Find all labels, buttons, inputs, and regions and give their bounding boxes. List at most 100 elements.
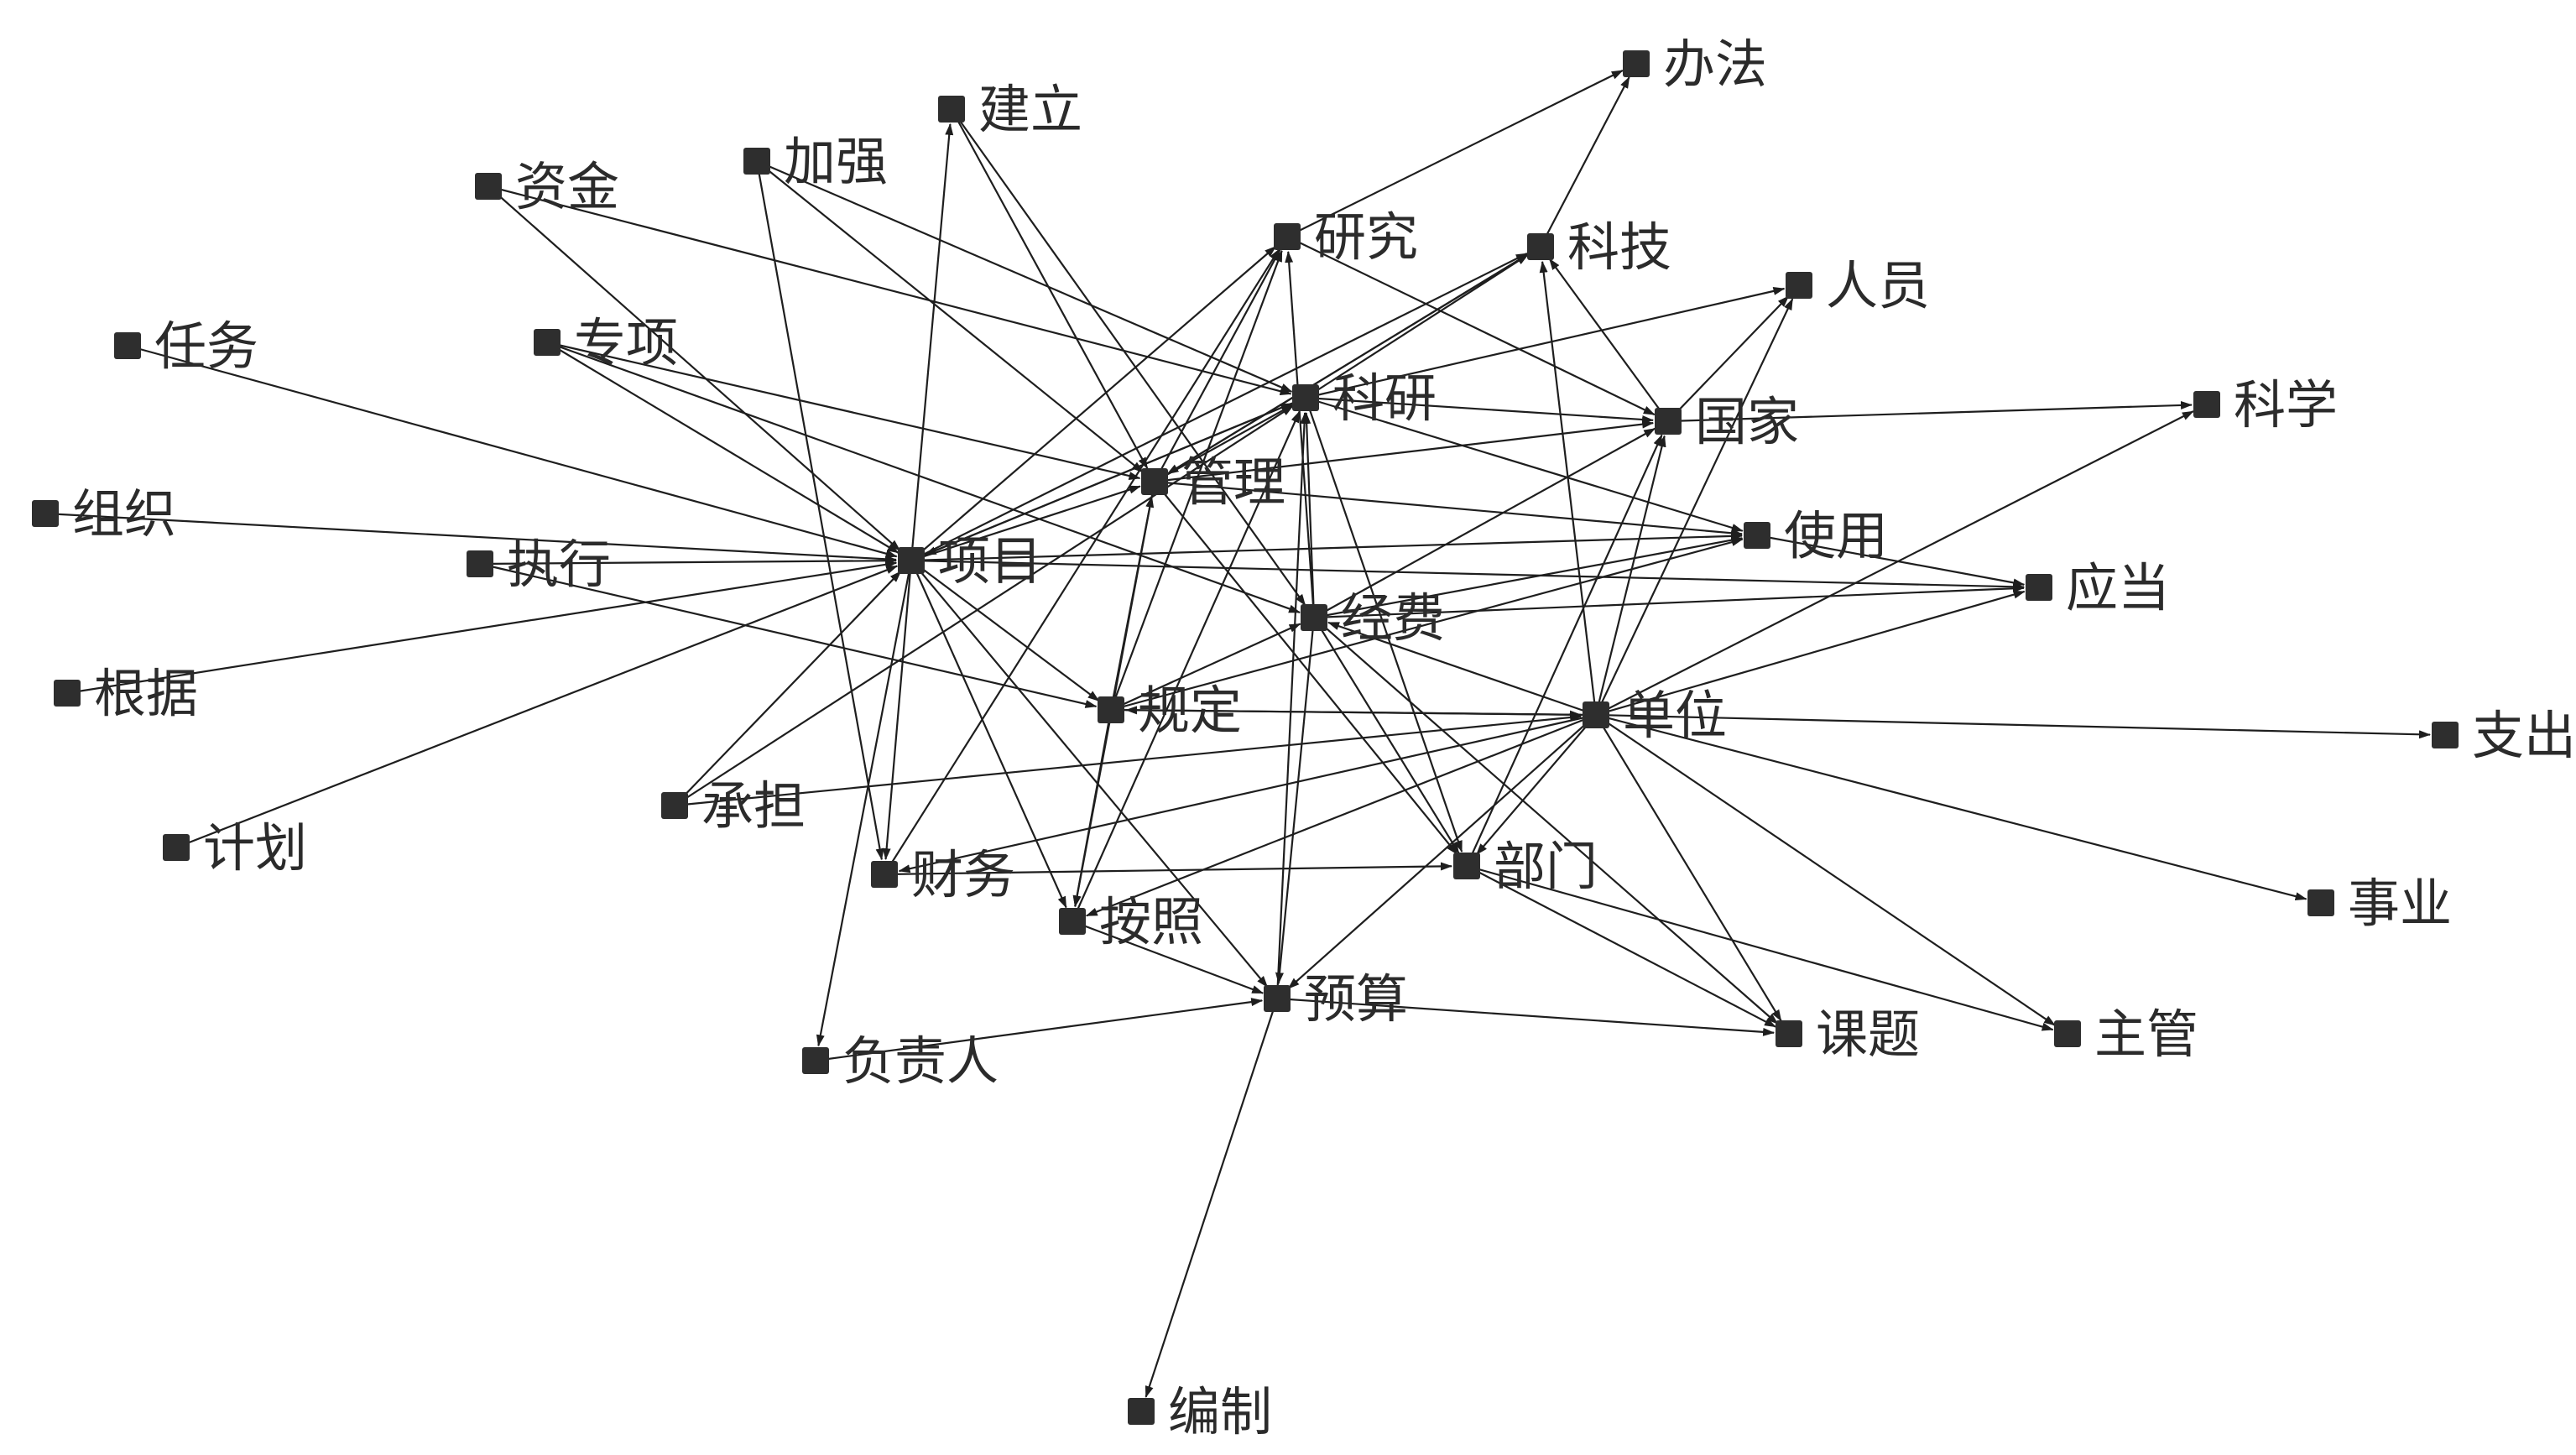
edge-keyan-to-shiyong: [1305, 396, 1744, 532]
node-marker: [467, 550, 493, 577]
edge-danwei-to-renyuan: [1595, 298, 1794, 716]
edge-xiangmu-to-fuzeren: [816, 560, 913, 1047]
node-marker: [114, 332, 141, 359]
node-jianli: 建立: [938, 79, 1082, 140]
node-yusuan: 预算: [1264, 968, 1408, 1030]
node-label: 专项: [574, 312, 678, 373]
edge-danwei-to-shiye: [1595, 713, 2307, 901]
node-marker: [1301, 604, 1327, 631]
edge-jiaqiang-to-keyan: [756, 159, 1293, 393]
node-label: 人员: [1826, 255, 1930, 316]
node-label: 课题: [1816, 1004, 1920, 1065]
node-label: 支出: [2472, 705, 2576, 766]
node-label: 按照: [1099, 891, 1203, 952]
node-marker: [1453, 853, 1480, 879]
node-jihua: 计划: [163, 817, 307, 879]
node-label: 科学: [2234, 374, 2338, 435]
edge-zhixing-to-guiding: [479, 562, 1098, 708]
node-xiangmu: 项目: [898, 530, 1042, 592]
edge-guanli-to-shiyong: [1154, 480, 1744, 538]
edge-danwei-to-jingfei: [1327, 621, 1597, 717]
node-marker: [898, 547, 925, 574]
node-marker: [1098, 696, 1124, 723]
edge-genju-to-xiangmu: [66, 560, 898, 695]
edge-xiangmu-to-yusuan: [910, 560, 1269, 988]
edge-danwei-to-yingdang: [1595, 590, 2026, 717]
node-marker: [871, 861, 898, 888]
edge-danwei-to-bumen: [1475, 714, 1597, 856]
node-label: 科研: [1332, 368, 1437, 429]
edge-guanli-to-yanjiu: [1154, 248, 1281, 482]
node-marker: [1128, 1398, 1155, 1425]
node-marker: [938, 96, 965, 123]
nodes-layer: 办法建立加强资金研究科技人员任务专项科研国家科学组织管理执行项目使用应当经费根据…: [32, 34, 2576, 1442]
edge-xiangmu-to-keji: [910, 253, 1528, 561]
node-shiye: 事业: [2307, 873, 2452, 934]
edge-keyan-to-xiangmu: [924, 396, 1306, 556]
edge-danwei-to-guojia: [1594, 435, 1666, 716]
node-marker: [1583, 701, 1609, 728]
node-yingdang: 应当: [2026, 557, 2170, 618]
node-marker: [32, 500, 59, 527]
edge-fuzeren-to-yusuan: [815, 998, 1264, 1062]
node-label: 资金: [515, 156, 619, 217]
node-marker: [2193, 391, 2220, 418]
node-kexue: 科学: [2193, 374, 2338, 435]
edge-guiding-to-jingfei: [1110, 623, 1301, 712]
edge-xiangmu-to-shiyong: [910, 531, 1744, 562]
node-bianzhi: 编制: [1128, 1381, 1272, 1442]
edge-caiwu-to-yanjiu: [884, 248, 1280, 875]
node-yanjiu: 研究: [1274, 206, 1418, 268]
edge-caiwu-to-bumen: [884, 862, 1453, 876]
node-fuzeren: 负责人: [802, 1030, 999, 1092]
node-label: 办法: [1663, 34, 1767, 95]
node-bumen: 部门: [1453, 836, 1598, 897]
node-label: 承担: [701, 775, 806, 837]
node-label: 财务: [911, 844, 1015, 905]
node-guojia: 国家: [1655, 391, 1799, 452]
edge-jingfei-to-keti: [1313, 617, 1779, 1025]
node-shiyong: 使用: [1744, 505, 1888, 566]
node-label: 执行: [507, 534, 611, 595]
edge-guiding-to-shiyong: [1110, 538, 1744, 712]
edge-xiangmu-to-yingdang: [910, 559, 2026, 592]
node-jiaqiang: 加强: [743, 131, 888, 192]
edge-yanjiu-to-banfa: [1286, 70, 1624, 237]
edge-danwei-to-guiding: [1124, 706, 1597, 717]
edge-guojia-to-keji: [1548, 258, 1669, 422]
node-label: 计划: [203, 817, 307, 879]
node-label: 加强: [784, 131, 888, 192]
node-keti: 课题: [1776, 1004, 1920, 1065]
edge-zhuanxiang-to-xiangmu: [546, 342, 900, 554]
edge-xiangmu-to-jianli: [910, 123, 954, 561]
edge-bumen-to-zhuguan: [1466, 864, 2054, 1031]
node-marker: [1274, 223, 1301, 250]
edge-jianli-to-jingfei: [951, 108, 1306, 607]
edge-yanjiu-to-guojia: [1286, 236, 1656, 416]
node-label: 主管: [2094, 1004, 2198, 1065]
edge-zhuanxiang-to-guanli: [546, 341, 1141, 480]
edge-guiding-to-yanjiu: [1109, 249, 1283, 711]
node-marker: [1141, 468, 1168, 495]
edge-guojia-to-kexue: [1667, 400, 2193, 423]
node-label: 研究: [1314, 206, 1418, 268]
node-label: 使用: [1784, 505, 1888, 566]
edge-keyan-to-bumen: [1304, 397, 1463, 853]
edge-keyan-to-guojia: [1305, 396, 1655, 424]
edge-danwei-to-yusuan: [1287, 714, 1597, 989]
node-label: 部门: [1494, 836, 1598, 897]
node-label: 负责人: [842, 1030, 999, 1092]
node-marker: [54, 680, 81, 707]
edge-keji-to-banfa: [1540, 76, 1630, 248]
node-label: 编制: [1168, 1381, 1272, 1442]
edge-jiaqiang-to-guanli: [756, 160, 1144, 473]
edge-guiding-to-guanli: [1109, 495, 1155, 711]
node-zijin: 资金: [475, 156, 619, 217]
node-label: 规定: [1138, 680, 1242, 741]
edge-anzhao-to-keyan: [1071, 410, 1301, 922]
node-marker: [1527, 233, 1554, 260]
node-renwu: 任务: [114, 316, 258, 377]
edge-danwei-to-keji: [1539, 260, 1598, 716]
edge-jihua-to-xiangmu: [175, 565, 899, 849]
